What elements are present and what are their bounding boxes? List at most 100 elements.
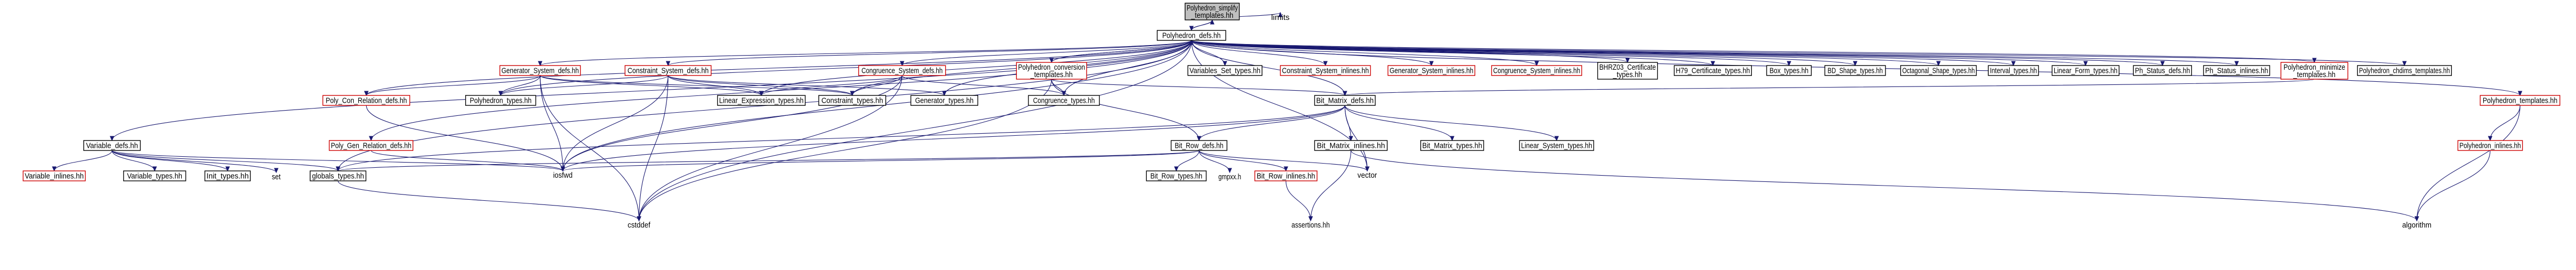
- node-variable-defs[interactable]: Variable_defs.hh: [83, 140, 141, 151]
- node-label: assertions.hh: [1291, 221, 1330, 230]
- node-h79[interactable]: H79_Certificate_types.hh: [1673, 65, 1752, 76]
- edge-gensys_defs-to-cons_types: [540, 75, 853, 96]
- node-bhrz03[interactable]: BHRZ03_Certificate_types.hh: [1597, 62, 1658, 80]
- node-poly-defs[interactable]: Polyhedron_defs.hh: [1157, 30, 1226, 41]
- edge-arrowhead: [1625, 58, 1630, 63]
- node-consys-defs[interactable]: Constraint_System_defs.hh: [624, 65, 712, 76]
- node-box: [1170, 140, 1227, 151]
- node-gensys-defs[interactable]: Generator_System_defs.hh: [499, 65, 581, 76]
- node-box: [322, 95, 410, 106]
- node-label: Poly_Con_Relation_defs.hh: [326, 97, 407, 105]
- edge-poly_defs-to-linexpr_types: [761, 40, 1192, 96]
- node-congsys-inlines[interactable]: Congruence_System_inlines.hh: [1491, 65, 1582, 76]
- node-bitmatrix-defs[interactable]: Bit_Matrix_defs.hh: [1314, 95, 1376, 106]
- edge-poly_inlines-to-algorithm: [2416, 150, 2491, 221]
- node-poly-types[interactable]: Polyhedron_types.hh: [465, 95, 536, 106]
- node-linexpr-types[interactable]: Linear_Expression_types.hh: [717, 95, 806, 106]
- node-variable-inlines[interactable]: Variable_inlines.hh: [23, 170, 86, 181]
- node-interval-types[interactable]: Interval_types.hh: [1988, 65, 2039, 76]
- node-label: Bit_Matrix_types.hh: [1422, 142, 1482, 150]
- node-box: [465, 95, 536, 106]
- edge-poly_minimize-to-bitmatrix_defs: [1344, 79, 2315, 96]
- node-gen-types[interactable]: Generator_types.hh: [910, 95, 979, 106]
- node-poly-chdims[interactable]: Polyhedron_chdims_templates.hh: [2357, 65, 2452, 76]
- node-label: Polyhedron_minimize: [2284, 63, 2345, 72]
- node-bitmatrix-types[interactable]: Bit_Matrix_types.hh: [1420, 140, 1484, 151]
- edges-layer: [52, 12, 2523, 222]
- node-vector[interactable]: vector: [1354, 171, 1380, 180]
- node-label: _templates.hh: [1030, 71, 1072, 79]
- node-label: Poly_Gen_Relation_defs.hh: [331, 142, 411, 150]
- node-poly-inlines[interactable]: Polyhedron_inlines.hh: [2457, 140, 2523, 151]
- edge-congsys_defs-to-linexpr_types: [761, 75, 903, 96]
- node-poly-templates[interactable]: Polyhedron_templates.hh: [2480, 95, 2561, 106]
- edge-arrowhead: [225, 166, 230, 172]
- node-gensys-inlines[interactable]: Generator_System_inlines.hh: [1387, 65, 1475, 76]
- node-label: iosfwd: [553, 171, 573, 180]
- edge-arrowhead: [1711, 61, 1715, 67]
- node-assertions[interactable]: assertions.hh: [1290, 221, 1331, 230]
- node-gmpxx[interactable]: gmpxx.h: [1216, 172, 1244, 181]
- edge-bitmatrix_inlines-to-assertions: [1310, 150, 1352, 221]
- node-box: [1673, 65, 1752, 76]
- node-variable-types[interactable]: Variable_types.hh: [123, 170, 187, 181]
- edge-arrowhead: [1222, 61, 1227, 67]
- node-label: Polyhedron_inlines.hh: [2460, 142, 2521, 150]
- edge-gensys_defs-to-linexpr_types: [540, 75, 762, 96]
- node-phstatus-inlines[interactable]: Ph_Status_inlines.hh: [2203, 65, 2271, 76]
- edge-arrowhead: [637, 216, 641, 222]
- node-label: Congruence_types.hh: [1033, 97, 1095, 105]
- node-cstddef[interactable]: cstddef: [625, 221, 653, 230]
- node-root[interactable]: Polyhedron_simplify_templates.hh: [1185, 3, 1240, 20]
- node-box-types[interactable]: Box_types.hh: [1766, 65, 1812, 76]
- edge-bitmatrix_defs-to-bitmatrix_types: [1344, 105, 1453, 141]
- node-box: [624, 65, 712, 76]
- node-bitrow-defs[interactable]: Bit_Row_defs.hh: [1170, 140, 1227, 151]
- edge-bitrow_inlines-to-assertions: [1286, 180, 1311, 221]
- node-box: [2280, 62, 2349, 80]
- node-octagonal[interactable]: Octagonal_Shape_types.hh: [1900, 65, 1977, 76]
- node-linsys-types[interactable]: Linear_System_types.hh: [1519, 140, 1594, 151]
- node-box: [1519, 140, 1594, 151]
- node-box: [1146, 170, 1207, 181]
- node-cons-types[interactable]: Constraint_types.hh: [818, 95, 886, 106]
- node-varset-types[interactable]: Variables_Set_types.hh: [1187, 65, 1263, 76]
- node-bdshape[interactable]: BD_Shape_types.hh: [1824, 65, 1886, 76]
- edge-poly_defs-to-phstatus_defs: [1191, 40, 2163, 66]
- node-box: [1187, 65, 1263, 76]
- node-iosfwd[interactable]: iosfwd: [551, 171, 575, 180]
- node-polygen-defs[interactable]: Poly_Gen_Relation_defs.hh: [328, 140, 413, 151]
- node-polycon-defs[interactable]: Poly_Con_Relation_defs.hh: [322, 95, 410, 106]
- node-bitmatrix-inlines[interactable]: Bit_Matrix_inlines.hh: [1314, 140, 1388, 151]
- node-algorithm[interactable]: algorithm: [2399, 221, 2435, 230]
- node-phstatus-defs[interactable]: Ph_Status_defs.hh: [2133, 65, 2192, 76]
- node-globals-types[interactable]: globals_types.hh: [310, 170, 367, 181]
- node-consys-inlines[interactable]: Constraint_System_inlines.hh: [1280, 65, 1371, 76]
- edge-arrowhead: [1049, 58, 1054, 63]
- node-label: Constraint_System_inlines.hh: [1282, 67, 1369, 75]
- node-poly-conv[interactable]: Polyhedron_conversion_templates.hh: [1016, 62, 1087, 80]
- node-init-types[interactable]: Init_types.hh: [204, 170, 251, 181]
- node-box: [2203, 65, 2271, 76]
- node-box: [818, 95, 886, 106]
- edge-bitmatrix_defs-to-vector: [1344, 105, 1368, 171]
- node-set[interactable]: set: [270, 172, 282, 181]
- edge-arrowhead: [274, 168, 279, 174]
- edge-poly_defs-to-polygen_defs: [370, 40, 1192, 141]
- node-bitrow-inlines[interactable]: Bit_Row_inlines.hh: [1254, 170, 1318, 181]
- edge-variable_defs-to-variable_inlines: [53, 150, 113, 171]
- edge-poly_defs-to-cstddef: [639, 40, 1192, 221]
- edge-variable_defs-to-init_types: [112, 150, 228, 171]
- node-congsys-defs[interactable]: Congruence_System_defs.hh: [858, 65, 946, 76]
- edge-bitrow_defs-to-bitrow_inlines: [1199, 150, 1287, 171]
- node-cong-types[interactable]: Congruence_types.hh: [1028, 95, 1100, 106]
- edge-arrowhead: [1534, 61, 1539, 67]
- edge-polygen_defs-to-iosfwd: [370, 150, 563, 171]
- node-limits[interactable]: limits: [1269, 13, 1291, 22]
- edge-poly_conv-to-bitrow_defs: [1051, 79, 1200, 141]
- edge-poly_defs-to-gensys_defs: [540, 40, 1192, 66]
- node-bitrow-types[interactable]: Bit_Row_types.hh: [1146, 170, 1207, 181]
- node-poly-minimize[interactable]: Polyhedron_minimize_templates.hh: [2280, 62, 2349, 80]
- edge-arrowhead: [561, 166, 565, 172]
- node-linform[interactable]: Linear_Form_types.hh: [2052, 65, 2120, 76]
